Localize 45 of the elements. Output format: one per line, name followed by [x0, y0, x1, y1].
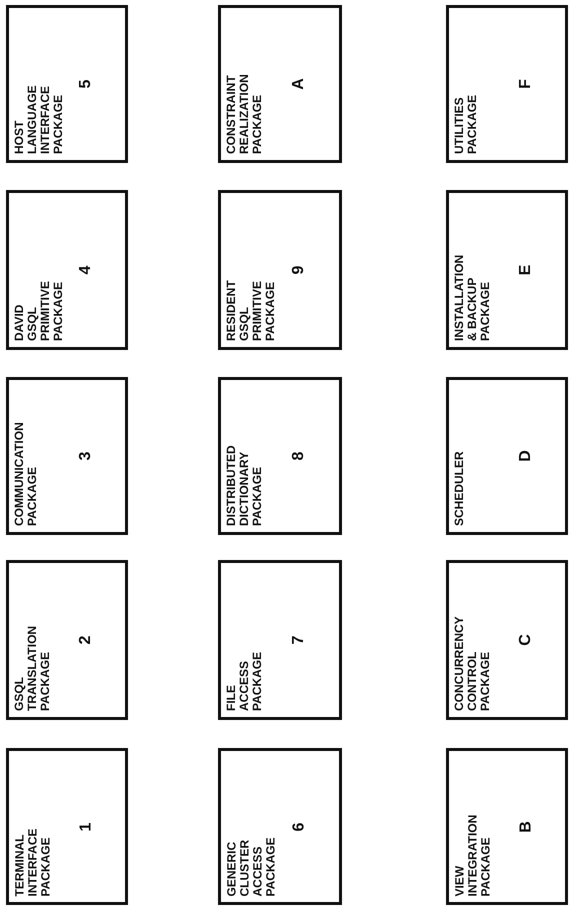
package-number: 7	[290, 636, 308, 644]
package-number: 4	[76, 266, 95, 274]
package-box	[6, 190, 128, 350]
package-number: 2	[76, 636, 95, 644]
package-box	[446, 377, 568, 535]
package-box	[218, 190, 342, 350]
package-box	[446, 748, 568, 905]
package-name: RESIDENT GSQL PRIMITIVE PACKAGE	[225, 280, 277, 341]
package-box	[218, 377, 342, 535]
package-box	[6, 748, 128, 905]
package-box	[446, 5, 568, 163]
package-number: F	[516, 79, 535, 89]
package-name: CONSTRAINT REALIZATION PACKAGE	[225, 74, 264, 154]
package-number: 1	[76, 822, 95, 831]
package-number: B	[516, 820, 535, 832]
package-box	[446, 190, 568, 350]
package-number: 3	[76, 452, 95, 460]
package-name: HOST LANGUAGE INTERFACE PACKAGE	[13, 85, 65, 154]
package-name: UTILITIES PACKAGE	[453, 94, 479, 154]
package-name: GENERIC CLUSTER ACCESS PACKAGE	[225, 836, 277, 896]
package-number: C	[516, 634, 535, 646]
package-name: SCHEDULER	[453, 451, 466, 526]
package-name: VIEW INTEGRATION PACKAGE	[453, 814, 492, 896]
package-number: 6	[290, 822, 308, 831]
package-box	[6, 377, 128, 535]
package-name: COMMUNICATION PACKAGE	[13, 422, 39, 526]
package-number: 5	[76, 80, 95, 88]
package-box	[6, 560, 128, 720]
package-number: A	[290, 78, 308, 90]
package-box	[218, 560, 342, 720]
package-name: DAVID GSQL PRIMITIVE PACKAGE	[13, 281, 65, 341]
package-number: E	[516, 264, 535, 276]
package-number: 9	[290, 266, 308, 274]
package-box	[446, 560, 568, 720]
package-box	[218, 5, 342, 163]
package-name: TERMINAL INTERFACE PACKAGE	[13, 828, 52, 896]
package-box	[6, 5, 128, 163]
package-name: DISTRIBUTED DICTIONARY PACKAGE	[225, 445, 264, 526]
package-name: FILE ACCESS PACKAGE	[225, 652, 264, 711]
package-number: 8	[290, 452, 308, 460]
package-name: GSQL TRANSLATION PACKAGE	[13, 626, 52, 711]
package-name: CONCURRENCY CONTROL PACKAGE	[453, 616, 492, 711]
package-number: D	[516, 450, 535, 462]
package-name: INSTALLATION & BACKUP PACKAGE	[453, 254, 492, 341]
package-box	[218, 748, 342, 905]
